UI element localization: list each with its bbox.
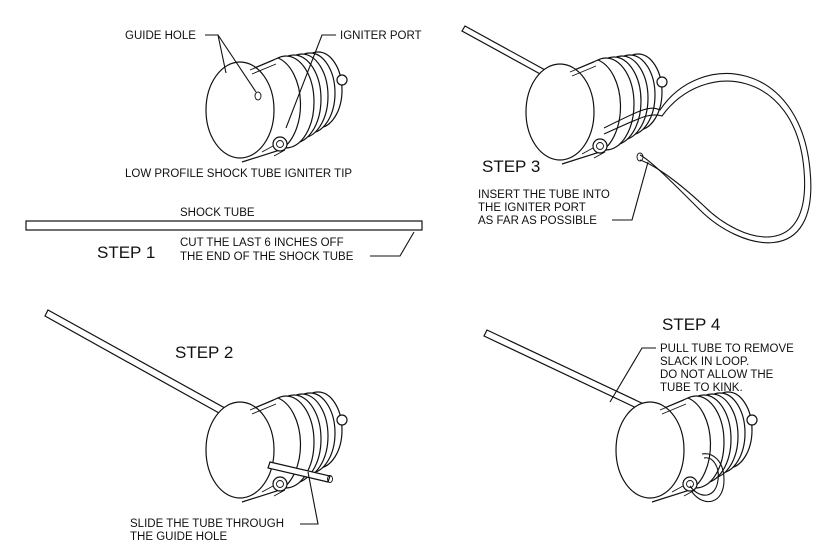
step2-instruction-line1: SLIDE THE TUBE THROUGH xyxy=(130,518,284,530)
step4-leader xyxy=(609,347,656,403)
shock-tube-label: SHOCK TUBE xyxy=(180,207,255,219)
step4-title: STEP 4 xyxy=(662,315,720,334)
step3-instruction-line3: AS FAR AS POSSIBLE xyxy=(478,215,597,227)
shock-tube-drawing xyxy=(25,220,423,231)
guide-hole-label: GUIDE HOLE xyxy=(125,30,196,42)
step3-instruction-line1: INSERT THE TUBE INTO xyxy=(478,189,610,201)
step3-instruction-line2: THE IGNITER PORT xyxy=(478,202,586,214)
step2-instruction-line2: THE GUIDE HOLE xyxy=(130,531,227,543)
step4-instruction-line4: TUBE TO KINK. xyxy=(660,382,743,394)
step4-instruction-line1: PULL TUBE TO REMOVE xyxy=(660,343,794,355)
igniter-port-label: IGNITER PORT xyxy=(340,30,422,42)
step3-leader xyxy=(612,161,649,221)
step2-illustration xyxy=(44,309,348,503)
guide-hole-leader xyxy=(205,34,257,93)
step3-illustration xyxy=(461,25,812,244)
step2-leader xyxy=(300,471,319,525)
igniter-tip-caption: LOW PROFILE SHOCK TUBE IGNITER TIP xyxy=(125,168,352,180)
igniter-port-leader xyxy=(285,34,336,129)
step1-instruction-line2: THE END OF THE SHOCK TUBE xyxy=(180,251,354,263)
step4-instruction-line2: SLACK IN LOOP. xyxy=(660,356,749,368)
step4-illustration xyxy=(483,329,758,503)
step4-instruction-line3: DO NOT ALLOW THE xyxy=(660,369,774,381)
step2-title: STEP 2 xyxy=(175,343,233,362)
igniter-tip-illustration xyxy=(205,51,348,163)
step1-leader xyxy=(370,231,415,257)
guide-hole-marker xyxy=(254,91,262,101)
step1-title: STEP 1 xyxy=(97,243,155,262)
step3-title: STEP 3 xyxy=(482,157,540,176)
step1-instruction-line1: CUT THE LAST 6 INCHES OFF xyxy=(180,237,344,249)
